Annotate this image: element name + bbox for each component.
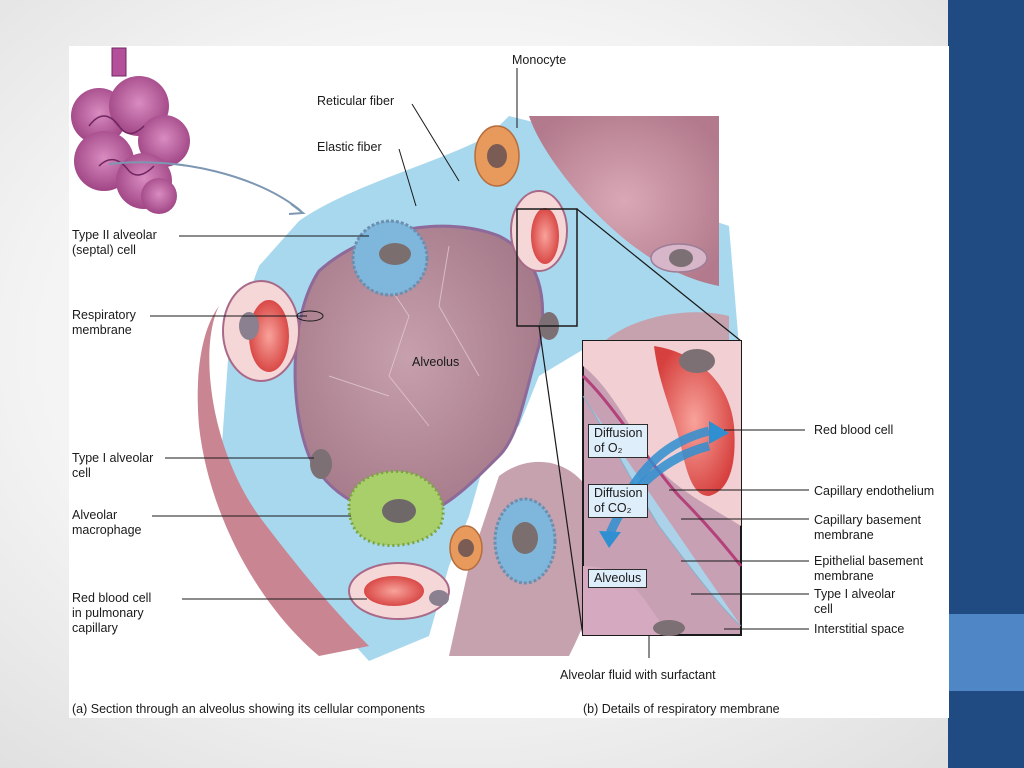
alveolar-sac-cluster	[71, 47, 190, 214]
label-red-blood-cell: Red blood cell	[814, 423, 894, 437]
leader-lines	[150, 68, 809, 630]
label-type1-cell-b: Type I alveolar cell	[814, 587, 896, 616]
adjacent-alveolus-left	[197, 306, 369, 656]
label-alveolar-fluid: Alveolar fluid with surfactant	[560, 668, 716, 682]
co2-diffusion-arrow	[604, 441, 711, 538]
detail-region-box	[516, 208, 578, 327]
monocyte-cell-lower	[449, 525, 483, 571]
capillary-left	[222, 280, 300, 382]
label-reticular-fiber: Reticular fiber	[317, 94, 395, 108]
label-type2-cell: Type II alveolar (septal) cell	[72, 228, 157, 257]
figure-panel: Monocyte Reticular fiber Elastic fiber T…	[69, 46, 949, 718]
capillary-top	[510, 190, 568, 272]
caption-b: (b) Details of respiratory membrane	[583, 702, 780, 716]
inset-label-diffusion-co2: Diffusion of CO₂	[588, 484, 649, 518]
type2-alveolar-cell-lower	[493, 497, 557, 585]
sac-pointer-arrow	[108, 161, 302, 212]
alveolar-macrophage-cell	[347, 469, 445, 548]
slide-side-accent	[948, 614, 1024, 691]
capillary-bottom	[348, 562, 450, 620]
label-capillary-basement: Capillary basement membrane	[814, 513, 921, 542]
label-respiratory-membrane: Respiratory membrane	[72, 308, 136, 337]
alveolus-illustration	[71, 47, 809, 661]
label-type1-cell: Type I alveolar cell	[72, 451, 154, 480]
alveolus-lumen	[293, 224, 545, 518]
inset-label-diffusion-o2: Diffusion of O₂	[588, 424, 649, 458]
inset-red-blood-cell	[654, 346, 735, 496]
label-macrophage: Alveolar macrophage	[72, 508, 142, 537]
inset-label-alveolus: Alveolus	[588, 569, 648, 588]
label-interstitial-space: Interstitial space	[814, 622, 905, 636]
caption-a: (a) Section through an alveolus showing …	[72, 702, 425, 716]
adjacent-alveolus-top	[529, 116, 719, 286]
type2-alveolar-cell	[351, 219, 429, 297]
type1-cell-nucleus	[310, 449, 332, 479]
label-alveolus: Alveolus	[412, 355, 460, 369]
label-capillary-endothelium: Capillary endothelium	[814, 484, 935, 498]
label-monocyte: Monocyte	[512, 53, 567, 67]
monocyte-cell	[474, 125, 520, 187]
label-epithelial-basement: Epithelial basement membrane	[814, 554, 924, 583]
label-rbc-capillary: Red blood cell in pulmonary capillary	[72, 591, 152, 635]
label-elastic-fiber: Elastic fiber	[317, 140, 382, 154]
